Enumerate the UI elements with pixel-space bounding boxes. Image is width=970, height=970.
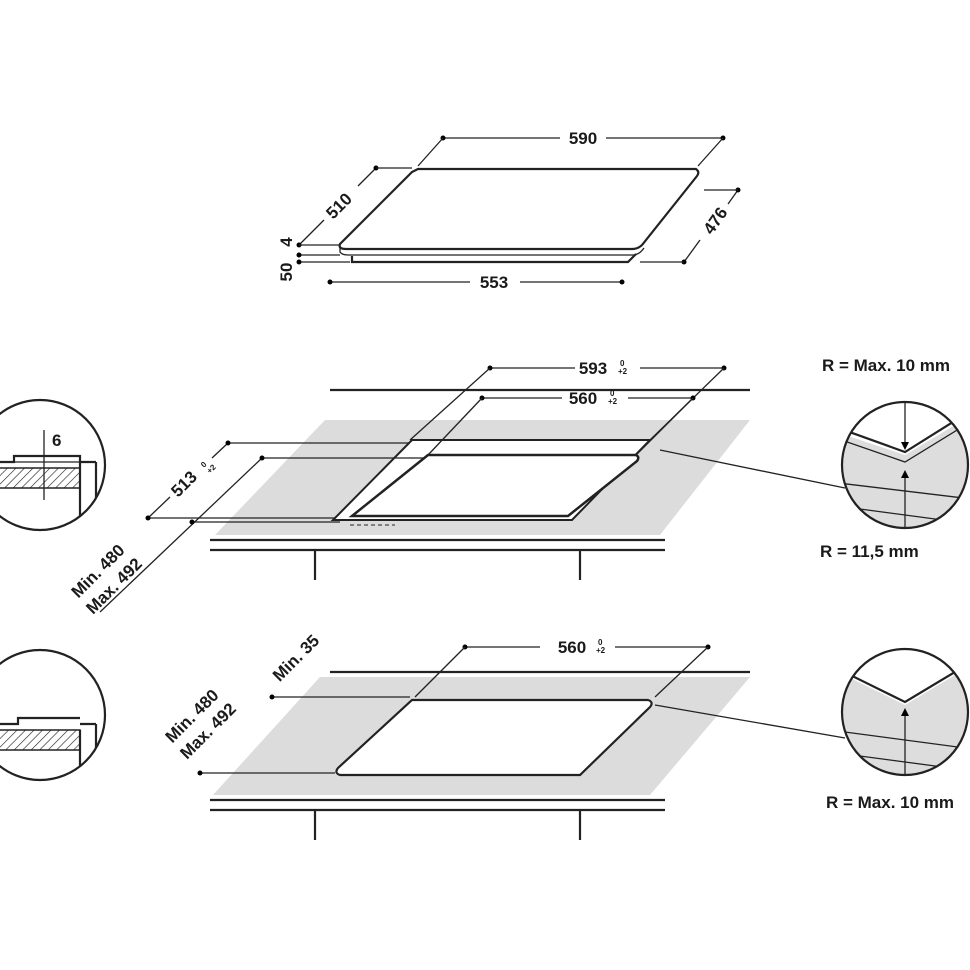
dim-label: 560 [558, 638, 586, 657]
hob-glass-top [338, 167, 700, 251]
tolerance: +2 [205, 462, 218, 475]
hob-glass-edge [339, 246, 645, 256]
detail-right-flush [842, 402, 968, 528]
radius-label: R = Max. 10 mm [826, 793, 954, 812]
tolerance: 0 [620, 359, 625, 368]
cutout [335, 698, 653, 777]
dim-label: 50 [277, 263, 296, 282]
detail-left-flush [0, 430, 98, 530]
dim-label: 560 [569, 389, 597, 408]
dim-label: 4 [277, 237, 296, 247]
dimension-height: 4 50 [277, 237, 350, 282]
dim-label: 590 [569, 129, 597, 148]
dimension-560-standard: 560 0 +2 [414, 638, 711, 698]
detail-left-standard [0, 716, 98, 780]
dimension-depth-510: 510 [296, 165, 412, 248]
tolerance: +2 [608, 397, 618, 406]
hob-drawing: 590 510 4 50 553 476 [277, 129, 741, 292]
tolerance: 0 [199, 460, 209, 470]
dim-label: 553 [480, 273, 508, 292]
leader-line [659, 449, 846, 489]
dim-label: Min. 35 [269, 631, 323, 685]
tolerance: +2 [618, 367, 628, 376]
tolerance: 0 [610, 389, 615, 398]
dim-label: 513 [167, 467, 200, 500]
dim-label: 476 [700, 204, 732, 238]
dimension-base-553: 553 [327, 273, 625, 292]
dimension-base-476: 476 [640, 187, 741, 265]
detail-right-standard [842, 656, 968, 775]
dim-label: 6 [52, 431, 61, 450]
dimension-560: 560 0 +2 [427, 389, 696, 456]
leader-line [654, 704, 846, 739]
dim-label: 593 [579, 359, 607, 378]
dimension-593: 593 0 +2 [409, 359, 727, 441]
flush-install-drawing: 593 0 +2 560 0 +2 513 0 +2 Min. 480 Max.… [0, 356, 970, 618]
dim-label: 510 [322, 189, 355, 222]
dimension-width-590: 590 [417, 129, 726, 167]
standard-install-drawing: 560 0 +2 Min. 35 Min. 480 Max. 492 R = M… [0, 631, 970, 840]
radius-label: R = 11,5 mm [820, 542, 919, 561]
hob-base [350, 253, 637, 264]
tolerance: 0 [598, 638, 603, 647]
tolerance: +2 [596, 646, 606, 655]
radius-label: R = Max. 10 mm [822, 356, 950, 375]
